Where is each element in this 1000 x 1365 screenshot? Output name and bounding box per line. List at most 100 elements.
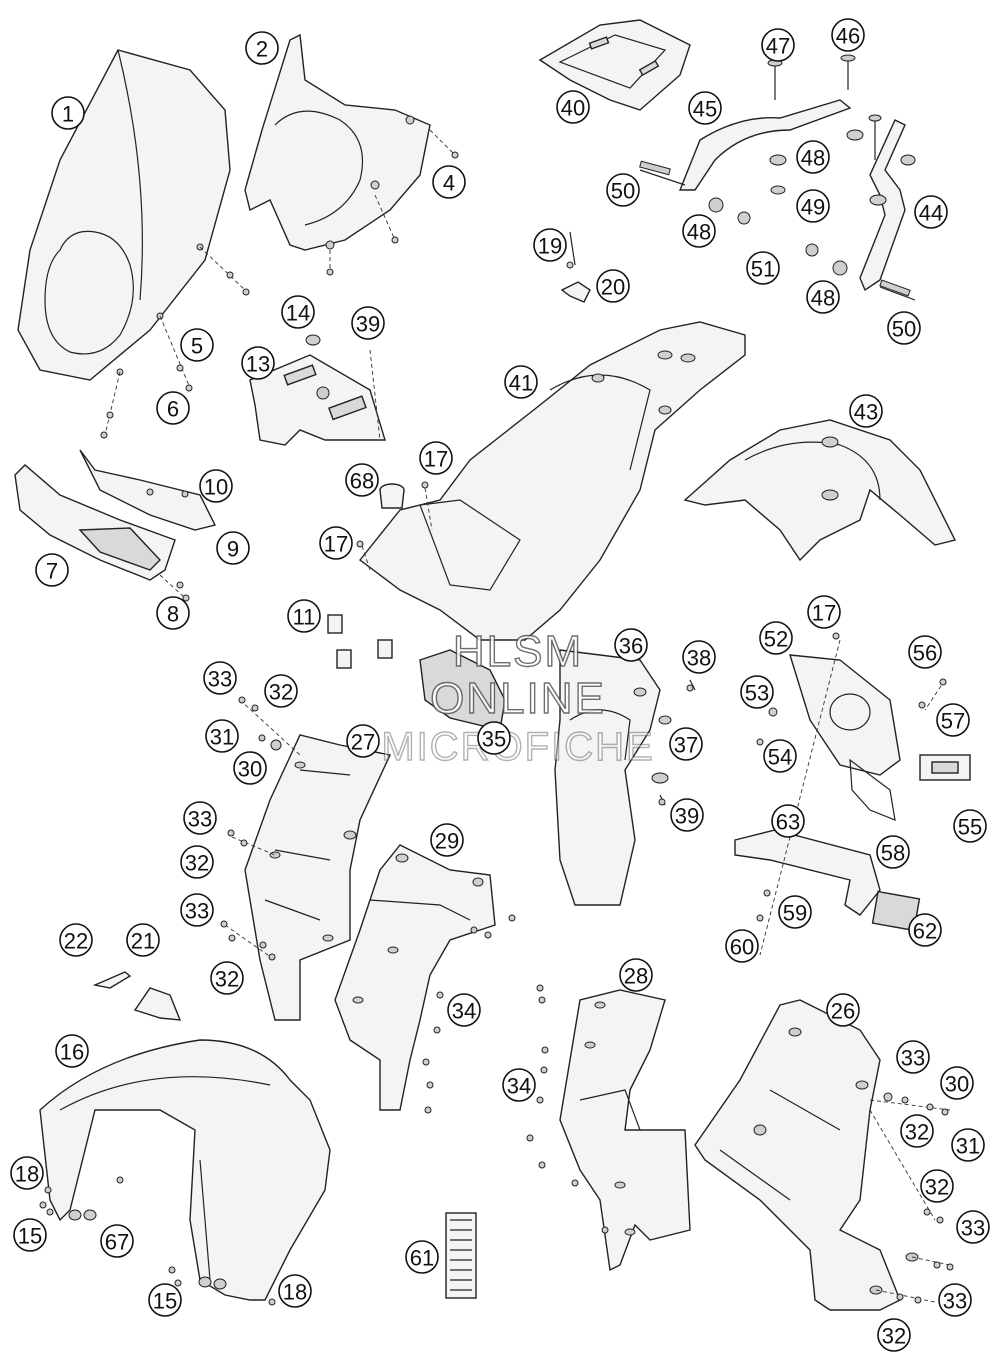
callout-number: 53: [745, 681, 769, 706]
callout-number: 31: [956, 1134, 980, 1159]
callout-c40: 40: [556, 90, 590, 124]
callout-number: 58: [881, 841, 905, 866]
callout-c60: 60: [725, 929, 759, 963]
callout-circle: [938, 1283, 972, 1317]
callout-c33f: 33: [938, 1283, 972, 1317]
callout-circle: [51, 96, 85, 130]
callout-number: 39: [675, 804, 699, 829]
callout-number: 39: [356, 312, 380, 337]
callout-circle: [619, 958, 653, 992]
callout-c50a: 50: [606, 173, 640, 207]
callout-circle: [13, 1218, 47, 1252]
callout-circle: [156, 391, 190, 425]
pillion-bracket-assembly: [639, 54, 916, 301]
callout-c11: 11: [287, 599, 321, 633]
callout-c59: 59: [778, 895, 812, 929]
callout-c32c: 32: [210, 961, 244, 995]
callout-number: 60: [730, 935, 754, 960]
callout-circle: [180, 845, 214, 879]
air-filter-part: [445, 1212, 477, 1299]
callout-number: 20: [601, 275, 625, 300]
callout-circle: [771, 804, 805, 838]
callout-c16: 16: [55, 1034, 89, 1068]
callout-circle: [351, 306, 385, 340]
callout-circle: [533, 228, 567, 262]
callout-circle: [877, 1318, 911, 1352]
front-fender-part: [39, 1039, 331, 1306]
callout-c52: 52: [759, 621, 793, 655]
callout-number: 10: [204, 475, 228, 500]
callout-c36: 36: [614, 628, 648, 662]
callout-circle: [670, 798, 704, 832]
callout-c7: 7: [35, 553, 69, 587]
callout-number: 67: [105, 1230, 129, 1255]
callout-circle: [806, 280, 840, 314]
callout-number: 32: [882, 1324, 906, 1349]
callout-number: 17: [812, 601, 836, 626]
callout-circle: [100, 1224, 134, 1258]
callout-number: 36: [619, 634, 643, 659]
callout-c15a: 15: [13, 1218, 47, 1252]
callout-circle: [126, 923, 160, 957]
callout-c48c: 48: [806, 280, 840, 314]
callout-circle: [682, 214, 716, 248]
callout-number: 40: [561, 96, 585, 121]
callout-number: 32: [905, 1120, 929, 1145]
callout-c26: 26: [826, 993, 860, 1027]
callout-number: 33: [208, 667, 232, 692]
callout-circle: [887, 311, 921, 345]
callout-number: 57: [941, 709, 965, 734]
callout-circle: [796, 189, 830, 223]
callout-number: 43: [854, 400, 878, 425]
callout-c49: 49: [796, 189, 830, 223]
callout-number: 33: [961, 1216, 985, 1241]
callout-c33c: 33: [180, 893, 214, 927]
headlight-mask-part: [17, 49, 231, 381]
callout-number: 15: [18, 1224, 42, 1249]
callout-c8: 8: [156, 596, 190, 630]
callout-circle: [849, 394, 883, 428]
callout-circle: [796, 140, 830, 174]
callout-c33e: 33: [956, 1210, 990, 1244]
callout-c18b: 18: [278, 1274, 312, 1308]
callout-circle: [682, 640, 716, 674]
callout-number: 33: [188, 807, 212, 832]
callout-c50b: 50: [887, 311, 921, 345]
callout-number: 33: [901, 1046, 925, 1071]
callout-c22: 22: [59, 923, 93, 957]
callout-number: 45: [693, 97, 717, 122]
rear-inner-fender-part: [683, 419, 957, 562]
callout-c30b: 30: [940, 1066, 974, 1100]
callout-c38: 38: [682, 640, 716, 674]
fastener-clips-part: [327, 614, 393, 669]
callout-c32f: 32: [877, 1318, 911, 1352]
callout-circle: [405, 1240, 439, 1274]
callout-c53: 53: [740, 675, 774, 709]
callout-c29: 29: [430, 823, 464, 857]
tail-section-part: [356, 321, 746, 641]
callout-circle: [477, 721, 511, 755]
callout-c45: 45: [688, 91, 722, 125]
callout-circle: [876, 835, 910, 869]
callout-c32a: 32: [264, 674, 298, 708]
callout-circle: [951, 1128, 985, 1162]
callout-number: 21: [131, 929, 155, 954]
callout-c10: 10: [199, 469, 233, 503]
callout-number: 17: [424, 447, 448, 472]
callout-c20: 20: [596, 269, 630, 303]
grommet-part: [379, 483, 405, 509]
callout-circle: [761, 28, 795, 62]
spoiler-part: [14, 449, 217, 602]
callout-number: 27: [351, 730, 375, 755]
callout-number: 35: [482, 727, 506, 752]
callout-number: 7: [46, 559, 58, 584]
callout-number: 22: [64, 929, 88, 954]
callout-circle: [688, 91, 722, 125]
callout-number: 33: [943, 1289, 967, 1314]
callout-number: 11: [293, 605, 316, 630]
callout-number: 2: [256, 37, 268, 62]
callout-c33b: 33: [183, 801, 217, 835]
callout-circle: [447, 993, 481, 1027]
callout-c14: 14: [281, 295, 315, 329]
callout-number: 32: [269, 680, 293, 705]
